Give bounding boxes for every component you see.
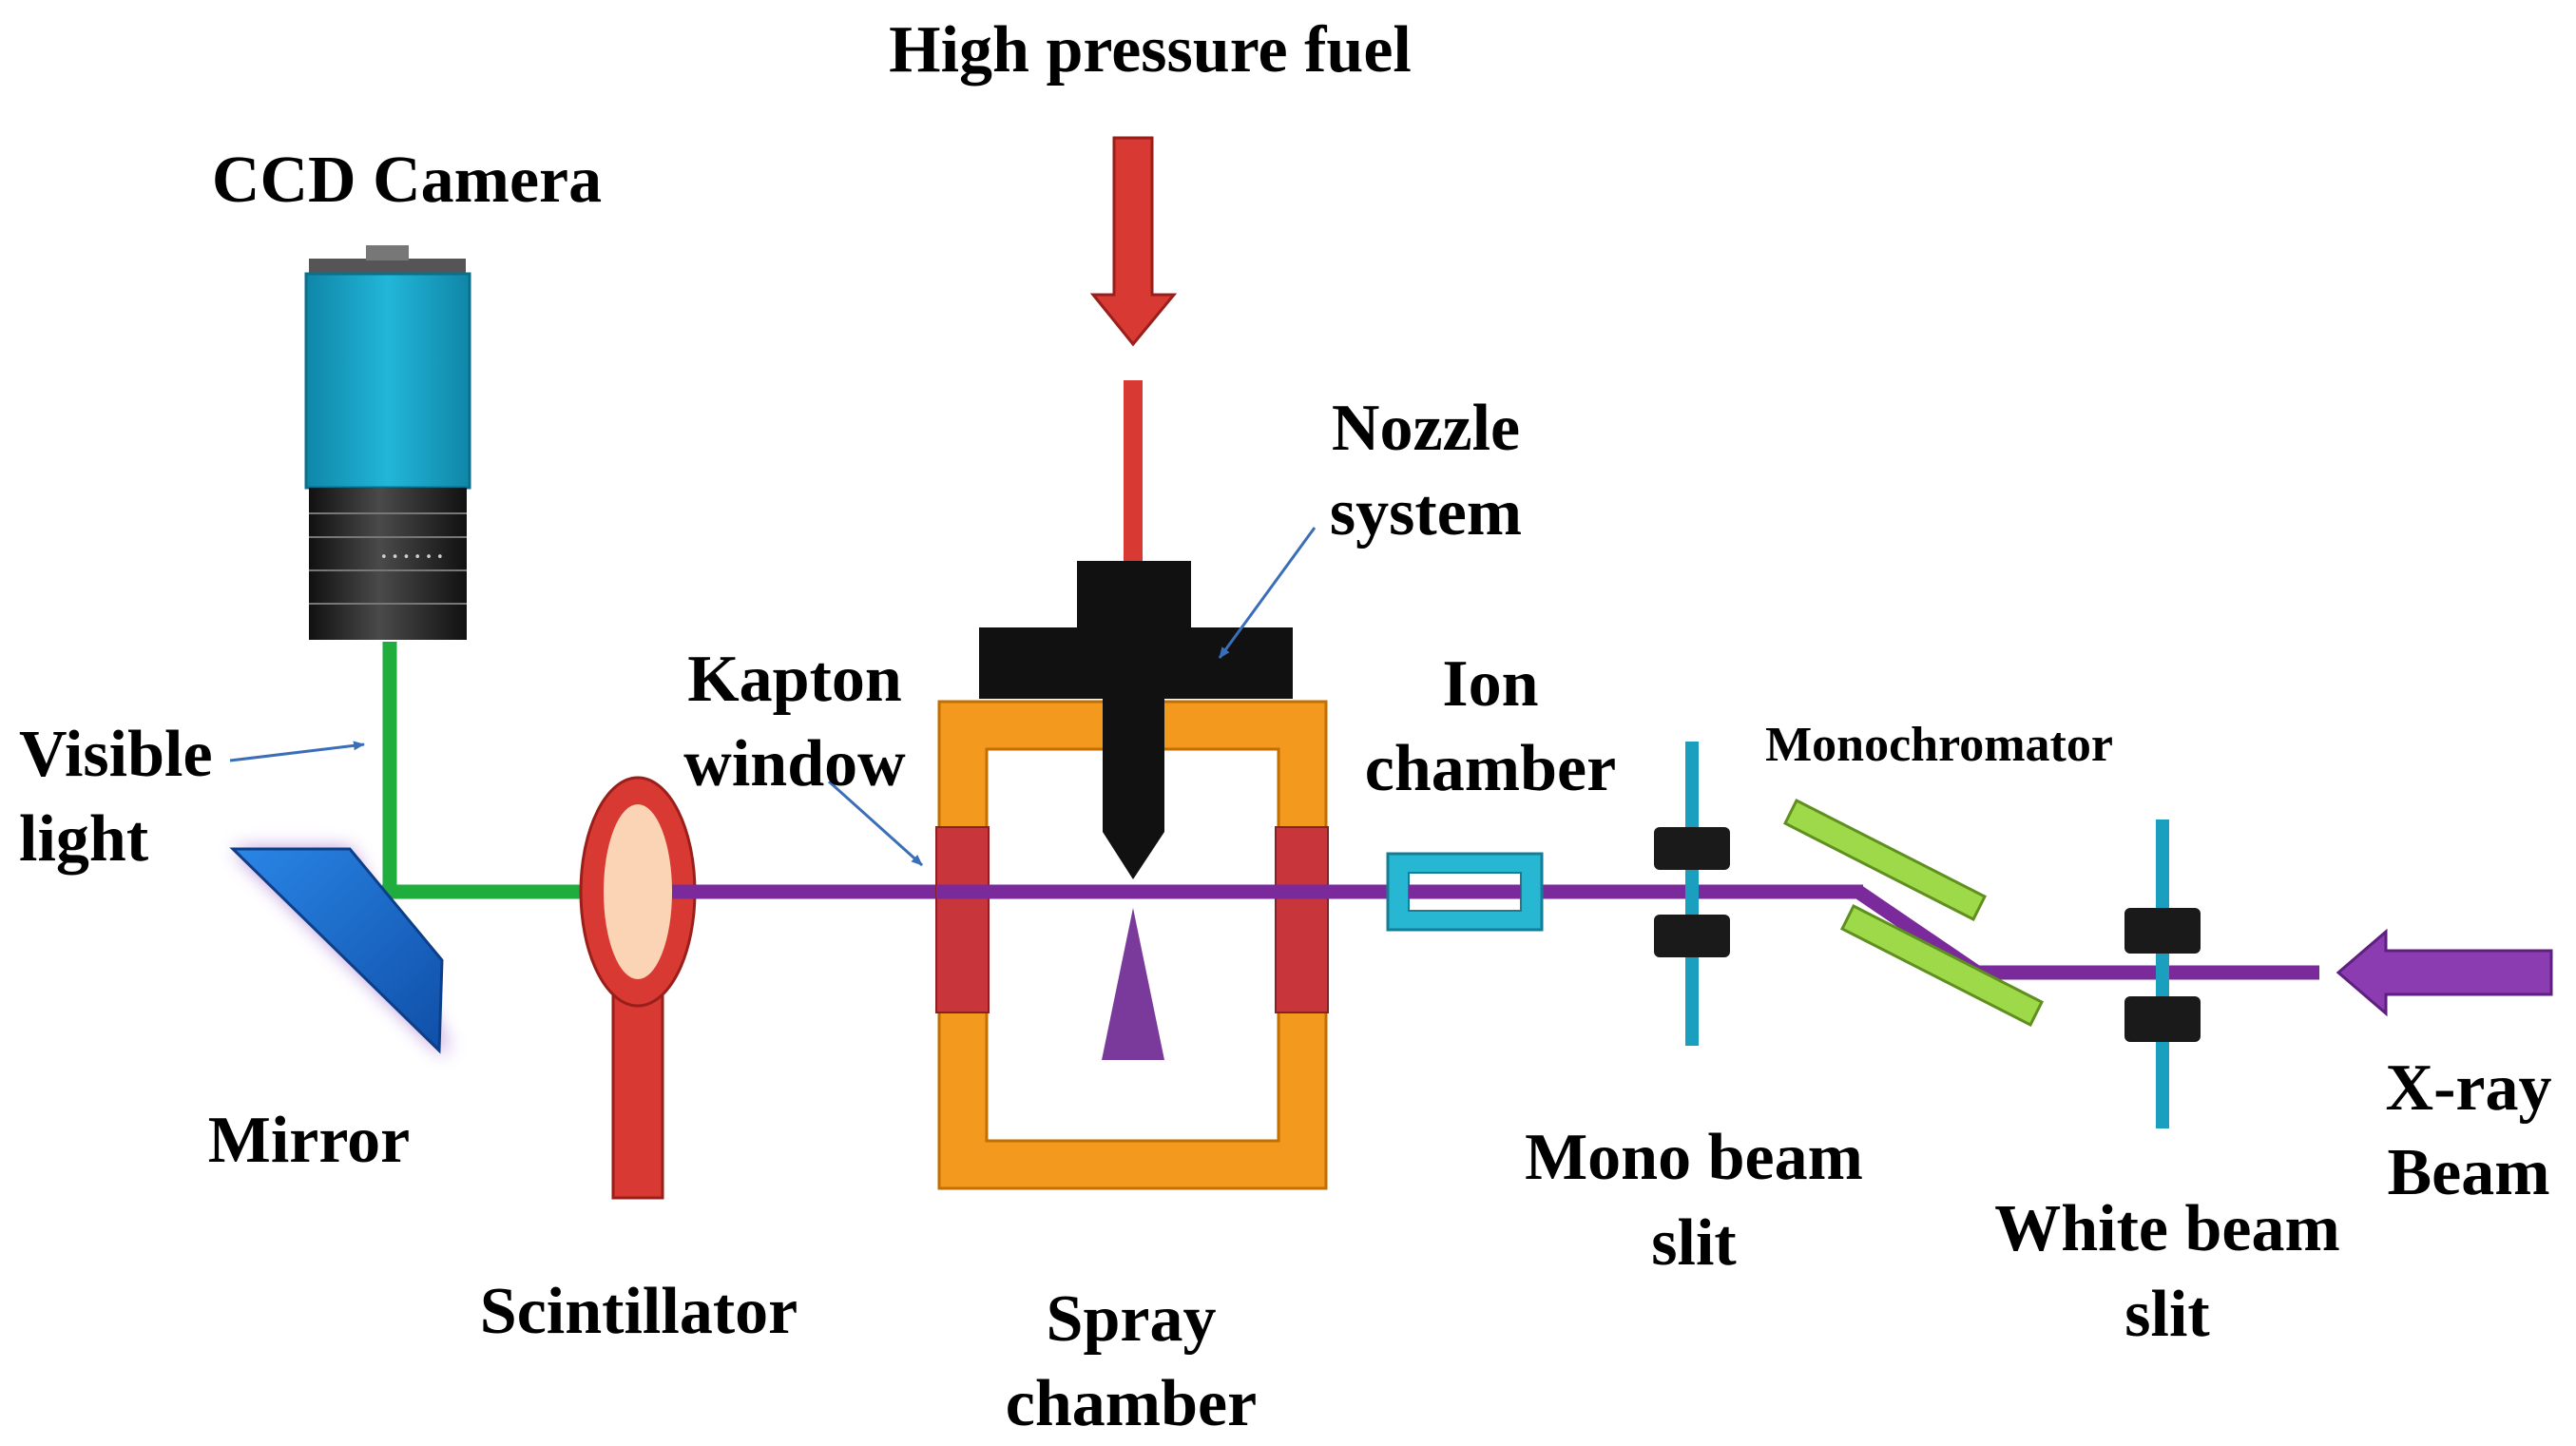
label-ion-line2: chamber [1365,732,1616,805]
label-spray-line1: Spray [1047,1282,1217,1356]
label-mirror: Mirror [208,1104,410,1177]
kapton-window-right [1275,826,1329,1013]
label-nozzle-line1: Nozzle [1332,392,1520,465]
mono-beam-slit [1654,742,1730,1046]
monochromator-crystal-lower [1839,903,2045,1028]
scintillator-crystal [604,804,672,979]
visible-light-path [382,642,589,899]
ccd-camera: • • • • • • [304,245,471,640]
mono-slit-post [1685,742,1699,1046]
label-scintillator: Scintillator [480,1275,798,1348]
ion-chamber [1386,852,1544,932]
camera-connector [366,245,409,260]
monochromator-crystal-upper [1782,798,1988,922]
camera-body [304,272,471,490]
mirror-surface [229,847,444,1054]
label-xray-line2: Beam [2387,1136,2549,1209]
visible-light-pointer [229,741,365,762]
lens-engraving: • • • • • • [380,550,444,565]
mono-slit-lower-blade [1654,915,1730,957]
lens-rings [309,512,467,605]
spray-chamber [935,700,1331,1190]
scintillator [579,776,699,1200]
white-slit-upper-blade [2124,908,2201,954]
fuel-spray-plume [1102,908,1164,1060]
nozzle-tip [1103,832,1164,879]
annotation-arrows [229,527,1317,867]
fuel-line [1124,380,1143,566]
nozzle-stem [1103,699,1164,832]
label-mono-slit-line2: slit [1651,1206,1736,1280]
kapton-window-pointer [827,780,924,867]
fuel-arrow-icon [1089,136,1178,347]
monochromator [1782,798,2045,1028]
label-spray-line2: chamber [1006,1367,1257,1440]
label-kapton-line1: Kapton [687,643,902,716]
label-mono-slit-line1: Mono beam [1525,1121,1863,1194]
mirror [229,847,447,1055]
label-high-pressure-fuel: High pressure fuel [889,13,1412,87]
mono-slit-upper-blade [1654,827,1730,870]
label-xray-line1: X-ray [2386,1051,2552,1125]
label-white-slit-line2: slit [2124,1278,2209,1351]
nozzle-system-pointer [1218,527,1317,659]
camera-top-cap [309,259,466,276]
label-nozzle-line2: system [1330,476,1522,549]
fuel-supply [1089,136,1178,566]
nozzle-top-block [1077,561,1191,629]
xray-beam-arrow [2336,928,2553,1017]
kapton-window-left [935,826,990,1013]
label-monochromator: Monochromator [1765,718,2113,772]
label-visible-line2: light [19,802,148,876]
white-beam-slit [2124,819,2201,1128]
label-ion-line1: Ion [1442,647,1538,721]
label-kapton-line2: window [683,727,906,800]
white-slit-lower-blade [2124,996,2201,1042]
label-visible-line1: Visible [19,718,213,791]
labels: High pressure fuel CCD Camera Nozzle sys… [19,13,2551,1440]
nozzle-base-block [979,627,1293,699]
nozzle-system [979,561,1293,879]
label-white-slit-line1: White beam [1994,1192,2340,1265]
label-ccd-camera: CCD Camera [212,144,602,217]
xray-arrow-icon [2336,928,2553,1017]
white-slit-post [2156,819,2169,1128]
